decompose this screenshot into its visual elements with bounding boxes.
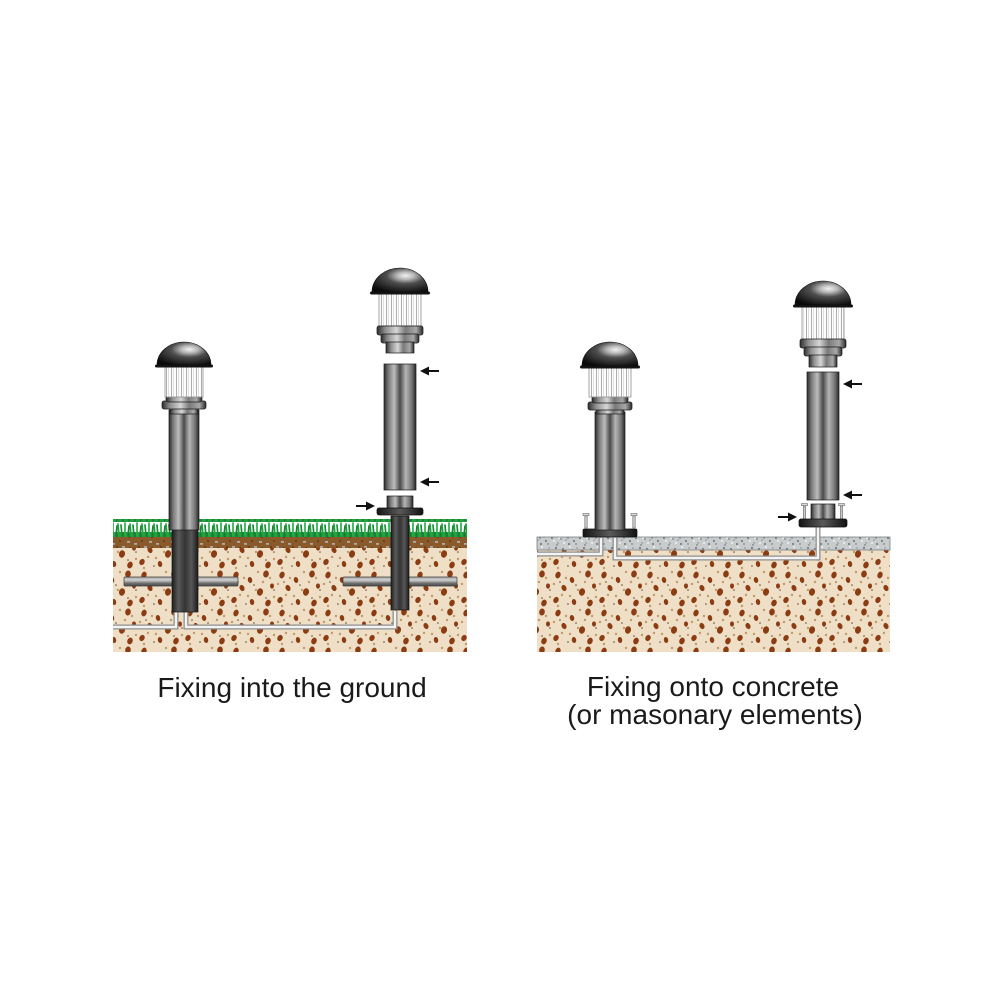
buried-post-section	[171, 526, 199, 613]
dome-cap	[371, 267, 429, 293]
bollard-exploded	[778, 280, 862, 528]
caption-right-line2: (or masonary elements)	[567, 699, 863, 730]
dome-cap	[794, 280, 852, 306]
bollard-exploded	[356, 267, 439, 516]
lamp-diffuser	[801, 305, 845, 341]
cable-core	[113, 611, 397, 629]
lamp-diffuser	[164, 366, 204, 398]
subsoil	[113, 548, 467, 652]
left-panel: Fixing into the ground	[113, 267, 467, 703]
collar-neck	[385, 341, 415, 354]
collar-neck	[808, 354, 838, 368]
assembly-arrow-right-icon	[356, 501, 375, 511]
collar-ring	[380, 333, 420, 344]
bollard-assembled	[580, 341, 640, 538]
lamp-diffuser	[378, 292, 422, 327]
ground-socket-sleeve	[386, 495, 414, 510]
assembly-arrow-right-icon	[778, 512, 797, 522]
dome-cap	[581, 341, 639, 367]
post-tube	[168, 409, 200, 531]
post-tube	[594, 411, 626, 531]
subsoil	[537, 550, 890, 652]
assembly-arrow-left-icon	[843, 379, 862, 389]
post-tube-section	[806, 371, 840, 501]
topsoil-band	[113, 537, 467, 548]
caption-right-line1: Fixing onto concrete	[587, 671, 839, 702]
bollard-assembled	[155, 341, 213, 531]
ground-spike	[390, 515, 410, 611]
assembly-arrow-left-icon	[420, 366, 439, 376]
grass-layer	[113, 519, 467, 537]
concrete-slab	[536, 536, 891, 551]
assembly-arrow-left-icon	[843, 490, 862, 500]
anchor-bolt	[582, 513, 590, 529]
assembly-arrow-left-icon	[420, 477, 439, 487]
cable-core	[537, 527, 820, 560]
ground-cross-section	[536, 536, 891, 652]
flange-base	[798, 518, 848, 528]
collar-ring	[803, 346, 843, 357]
right-panel: Fixing onto concrete (or masonary elemen…	[536, 280, 891, 730]
lamp-diffuser	[588, 366, 632, 398]
flange-sleeve	[810, 503, 836, 522]
post-tube-section	[383, 363, 417, 491]
caption-left: Fixing into the ground	[157, 672, 426, 703]
power-cable	[113, 611, 398, 630]
ground-socket-flange	[376, 507, 424, 516]
anchor-bolt	[630, 513, 638, 529]
power-cable	[537, 527, 821, 561]
dome-cap	[156, 341, 212, 366]
